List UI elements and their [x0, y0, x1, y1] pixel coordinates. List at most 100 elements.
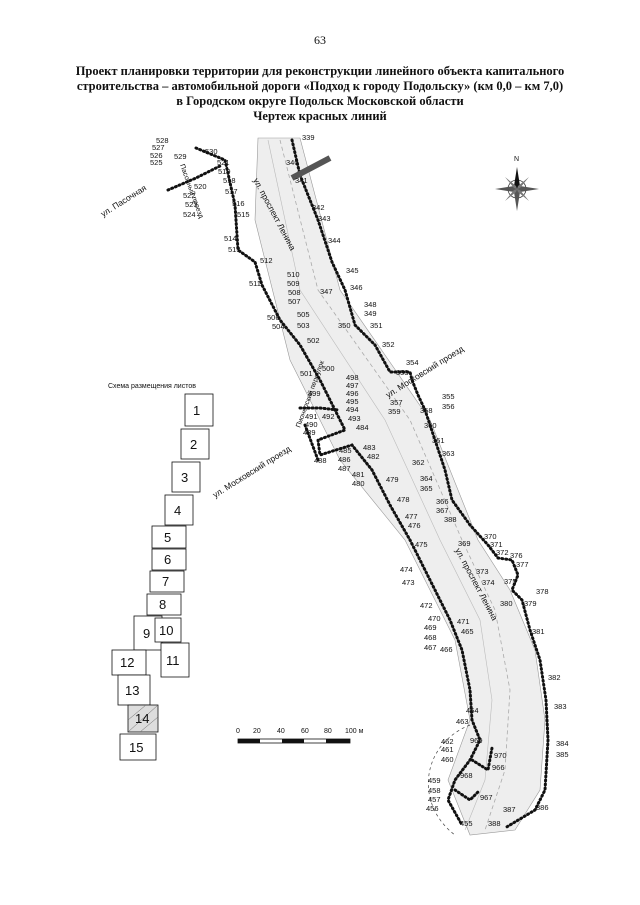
point-label: 517: [225, 187, 238, 196]
point-label: 365: [420, 484, 433, 493]
point-label: 371: [490, 540, 503, 549]
point-label: 524: [183, 210, 196, 219]
point-label: 471: [457, 617, 470, 626]
sheet-label: 15: [129, 740, 143, 755]
point-label: 484: [356, 423, 369, 432]
street-label-moskovsky-left: ул. Московский проезд: [211, 444, 293, 500]
point-label: 479: [386, 475, 399, 484]
point-label: 463: [456, 717, 469, 726]
scale-tick-label: 60: [301, 728, 309, 735]
point-label: 485: [339, 446, 352, 455]
sheet-4: 4: [164, 494, 194, 526]
highlighted-segment: [290, 155, 332, 181]
point-label: 497: [346, 381, 359, 390]
sheet-label: 1: [193, 403, 200, 418]
point-label: 966: [492, 763, 505, 772]
scale-tick-label: 40: [277, 728, 285, 735]
point-label: 385: [556, 750, 569, 759]
sheet-10: 10: [154, 617, 182, 643]
road-centerline: [279, 139, 511, 831]
title-line-4: Чертеж красных линий: [253, 109, 387, 123]
point-label: 488: [314, 456, 327, 465]
sheet-label: 12: [120, 655, 134, 670]
point-label: 366: [436, 497, 449, 506]
point-label: 477: [405, 512, 418, 521]
sheet-12: 12: [111, 649, 147, 676]
sheet-14: 14: [127, 704, 159, 733]
point-label: 505: [297, 310, 310, 319]
point-label: 508: [288, 288, 301, 297]
point-label: 387: [503, 805, 516, 814]
point-label: 523: [185, 200, 198, 209]
point-label: 492: [322, 412, 335, 421]
point-label: 358: [420, 406, 433, 415]
point-label: 455: [460, 819, 473, 828]
point-label: 525: [150, 158, 163, 167]
point-label: 462: [441, 737, 454, 746]
point-label: 379: [524, 599, 537, 608]
point-label: 970: [494, 751, 507, 760]
point-label: 378: [536, 587, 549, 596]
point-label: 511: [249, 279, 261, 288]
point-label: 520: [194, 182, 207, 191]
point-label: 364: [420, 474, 433, 483]
point-label: 347: [320, 287, 333, 296]
road-area: [254, 137, 546, 836]
point-label: 456: [426, 804, 439, 813]
point-label: 382: [548, 673, 561, 682]
sheet-label: 3: [181, 470, 188, 485]
point-label: 457: [428, 795, 441, 804]
scale-bar: 0 20 40 60 80 100 м: [236, 728, 364, 744]
sheet-3: 3: [171, 461, 201, 493]
title-line-2: строительства – автомобильной дороги «По…: [76, 79, 564, 93]
point-label: 384: [556, 739, 569, 748]
title-line-3: в Городском округе Подольск Московской о…: [176, 94, 464, 108]
point-labels-right: 339 340 341 342 343 344 345 346 347 348 …: [286, 133, 569, 828]
point-label: 386: [536, 803, 549, 812]
point-labels-left: 528 527 526 525 529 530 521 519 518 520 …: [150, 136, 507, 828]
point-label: 467: [424, 643, 437, 652]
sheet-1: 1: [184, 393, 214, 427]
point-label: 346: [350, 283, 363, 292]
point-label: 478: [397, 495, 410, 504]
point-label: 464: [466, 706, 479, 715]
north-label: N: [514, 156, 519, 163]
sheet-label: 9: [143, 626, 150, 641]
point-label: 374: [482, 578, 495, 587]
point-label: 460: [441, 755, 454, 764]
point-label: 350: [338, 321, 351, 330]
scale-tick-label: 80: [324, 728, 332, 735]
point-label: 459: [428, 776, 441, 785]
street-label-pasochnaya: ул. Пасочная: [99, 182, 149, 218]
point-label: 360: [424, 421, 437, 430]
point-label: 499: [308, 389, 321, 398]
scale-tick-label: 20: [253, 728, 261, 735]
sheet-6: 6: [151, 548, 187, 571]
sheet-scheme-title: Схема размещения листов: [108, 383, 196, 390]
point-label: 468: [424, 633, 437, 642]
scale-tick-label: 100 м: [345, 728, 364, 735]
point-label: 967: [480, 793, 493, 802]
sheet-13: 13: [117, 674, 151, 706]
sheet-label: 8: [159, 597, 166, 612]
point-label: 339: [302, 133, 315, 142]
point-label: 355: [442, 392, 455, 401]
sheet-15: 15: [119, 733, 157, 761]
point-label: 369: [458, 539, 471, 548]
point-label: 343: [318, 214, 331, 223]
point-label: 510: [287, 270, 300, 279]
point-label: 458: [428, 786, 441, 795]
red-line-left: [166, 146, 494, 827]
point-label: 501: [300, 369, 313, 378]
point-label: 968: [460, 771, 473, 780]
sheet-11: 11: [160, 642, 190, 678]
point-label: 522: [183, 191, 196, 200]
scale-tick-label: 0: [236, 728, 240, 735]
point-label: 481: [352, 470, 365, 479]
point-label: 495: [346, 397, 359, 406]
sheet-label: 14: [135, 711, 149, 726]
point-label: 344: [328, 236, 341, 245]
point-label: 506: [267, 313, 280, 322]
point-label: 348: [364, 300, 377, 309]
